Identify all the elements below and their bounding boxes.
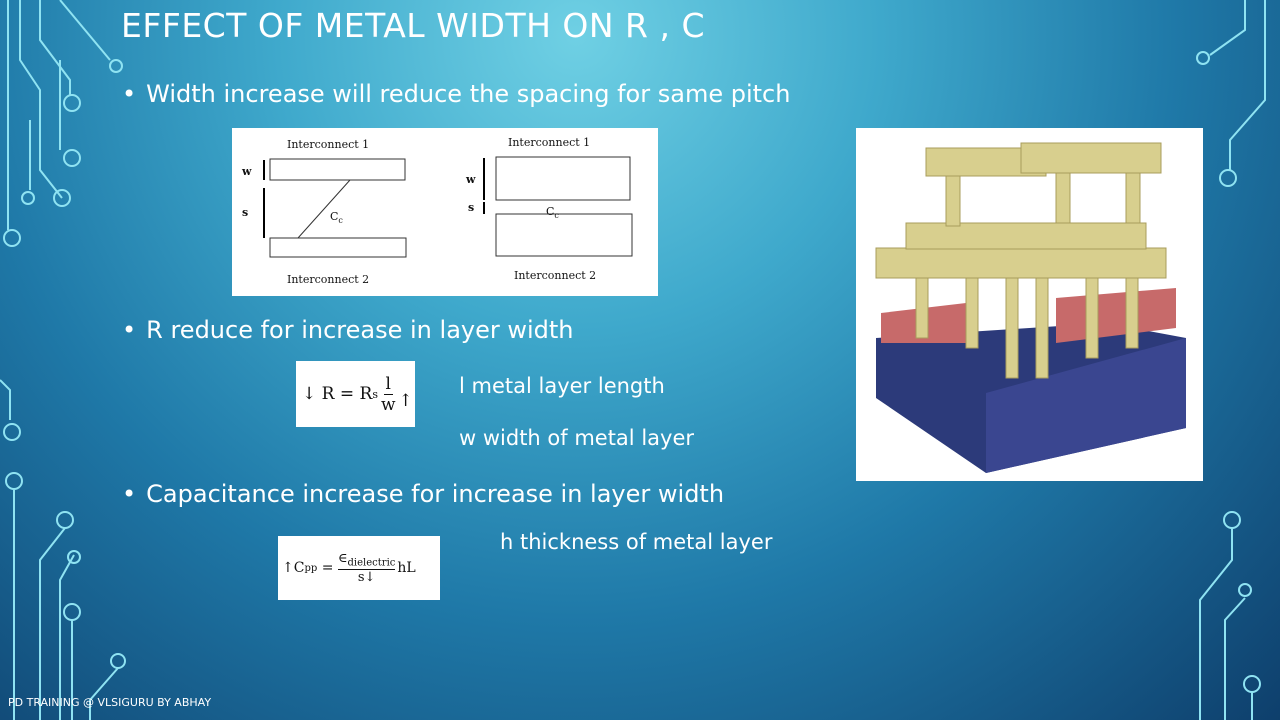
interconnect-diagram: Interconnect 1 w s Cc Interconnect 2 Int… [232, 128, 658, 296]
cc-label: Cc [330, 210, 343, 225]
bullet-capacitance: •Capacitance increase for increase in la… [122, 480, 725, 508]
formula-lhs: ↑C [282, 560, 305, 576]
formula-den: s↓ [357, 569, 376, 585]
formula-num-sub: dielectric [347, 557, 396, 569]
cc-label-right: Cc [546, 205, 559, 220]
slide-title: Effect of metal width on R , C [121, 6, 705, 45]
formula-tail: hL [397, 560, 416, 576]
bullet-text: R reduce for increase in layer width [146, 316, 574, 344]
formula-sub: s [372, 387, 378, 401]
interconnect2-label: Interconnect 2 [287, 273, 369, 286]
bullet-resistance: •R reduce for increase in layer width [122, 316, 574, 344]
note-width: w width of metal layer [459, 426, 694, 450]
formula-eq: = [317, 560, 338, 576]
formula-num: l [383, 373, 393, 395]
bullet-text: Width increase will reduce the spacing f… [146, 80, 791, 108]
footer-text: PD Training @ VLSIGURU by Abhay [8, 696, 212, 709]
bullet-text: Capacitance increase for increase in lay… [146, 480, 725, 508]
formula-lhs: ↓ R = R [302, 384, 373, 404]
formula-den: w [380, 394, 396, 415]
up-arrow-icon: ↑ [398, 391, 413, 411]
formula-sub: pp [304, 562, 318, 574]
bullet-spacing: •Width increase will reduce the spacing … [122, 80, 791, 108]
w-label: w [241, 165, 252, 178]
s-label-right: s [468, 201, 474, 214]
note-thickness: h thickness of metal layer [500, 530, 773, 554]
w-label-right: w [465, 173, 476, 186]
s-label: s [242, 206, 248, 219]
note-length: l metal layer length [459, 374, 665, 398]
interconnect1-label-right: Interconnect 1 [508, 136, 590, 149]
formula-num: ∈ [337, 551, 348, 567]
3d-interconnect-image [856, 128, 1203, 481]
interconnect1-label: Interconnect 1 [287, 138, 369, 151]
interconnect2-label-right: Interconnect 2 [514, 269, 596, 282]
